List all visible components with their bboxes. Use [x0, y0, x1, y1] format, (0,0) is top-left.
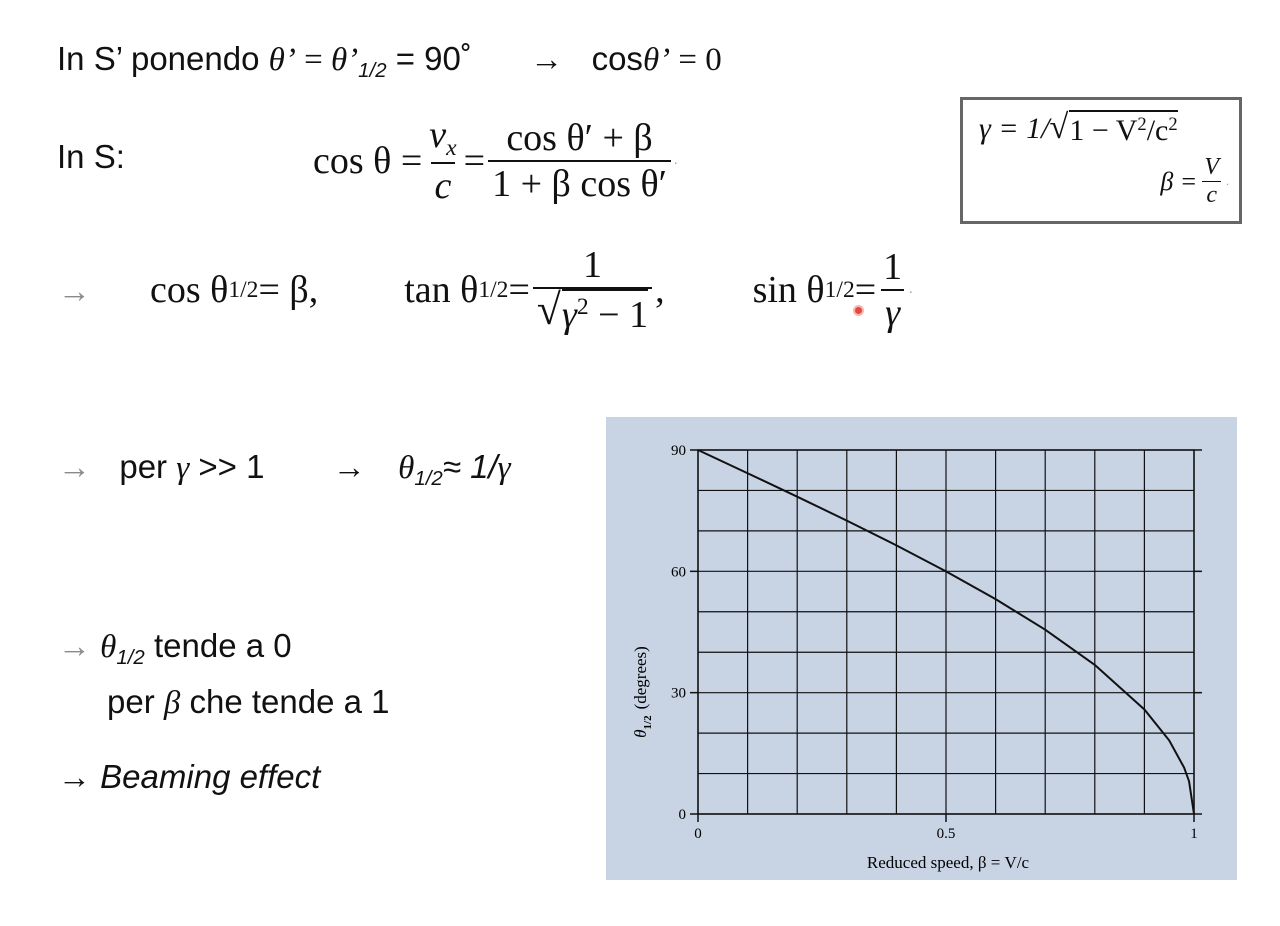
in-s-label: In S:	[57, 138, 125, 175]
tan-numerator: 1	[582, 244, 602, 286]
svg-text:θ1/2(degrees): θ1/2 (degrees)	[631, 646, 654, 738]
che-tende-a-uno-text: che tende a 1	[180, 683, 390, 721]
beta-numerator: V	[1204, 154, 1219, 180]
gamma-c-exponent: 2	[1168, 114, 1178, 135]
theta-prime-symbol-3: θ’	[642, 42, 671, 78]
tan-equals: =	[508, 269, 530, 311]
x-axis-label: Reduced speed, β = V/c	[867, 853, 1030, 872]
sin-theta-half: sin θ	[752, 269, 825, 311]
sin-dot: .	[909, 282, 913, 297]
beta-definition: β = V c .	[1160, 154, 1229, 209]
y-axis-theta: θ	[631, 729, 650, 737]
vx-subscript: x	[446, 135, 457, 162]
gray-arrow-icon: →	[58, 272, 91, 309]
x-tick-label: 0.5	[937, 826, 956, 842]
cos-theta-half: cos θ	[150, 269, 229, 311]
beta-symbol: β	[163, 685, 181, 722]
large-gamma-limit: → per γ >> 1 → θ1/2≈ 1/γ	[58, 448, 511, 491]
y-tick-label: 60	[671, 564, 686, 580]
equals-sign: =	[295, 42, 331, 78]
gray-arrow-icon-2: →	[58, 448, 91, 485]
gamma-symbol-2: γ	[497, 450, 511, 486]
y-tick-label: 90	[671, 443, 686, 459]
equals-zero: = 0	[670, 42, 722, 78]
per-text-2: per	[107, 683, 155, 721]
y-axis-subscript: 1/2	[642, 715, 654, 730]
pointer-cursor-icon	[853, 305, 864, 316]
tan-sqrt: √γ2 − 1	[536, 286, 649, 336]
gamma-sqrt: √1 − V2/c2	[1049, 108, 1178, 148]
tan-gamma: γ	[561, 294, 577, 336]
gamma-beta-definition-box: γ = 1/√1 − V2/c2 β = V c .	[960, 97, 1242, 224]
cos-half-subscript: 1/2	[228, 276, 259, 303]
gray-arrow-icon-3: →	[58, 627, 91, 664]
much-greater-one: >> 1	[189, 448, 265, 485]
beaming-effect-text: Beaming effect	[100, 758, 321, 795]
aberration-numerator: cos θ′ + β	[506, 116, 653, 159]
line-theta-prime-condition: In S’ ponendo θ’ = θ’1/2 = 90˚ → cosθ’ =…	[57, 40, 722, 83]
ninety-degrees: = 90˚	[386, 40, 472, 77]
beta-lhs: β =	[1160, 166, 1198, 196]
gamma-definition: γ = 1/√1 − V2/c2	[979, 110, 1178, 148]
tende-a-zero-text: tende a 0	[144, 627, 292, 664]
y-tick-label: 0	[679, 807, 687, 823]
y-axis-label: θ1/2 (degrees)	[631, 646, 654, 738]
equals-beta: = β,	[258, 269, 319, 311]
gamma-symbol: γ	[176, 450, 190, 486]
chart-axes: 0 0.5 1 0 30 60 90	[671, 443, 1202, 842]
theta-half-subscript-2: 1/2	[116, 646, 145, 670]
gamma-lhs: γ = 1/	[979, 112, 1050, 145]
theta-prime-symbol: θ’	[268, 42, 296, 78]
beta-dot: .	[1226, 174, 1229, 188]
theta-half-subscript: 1/2	[414, 467, 443, 491]
vx-symbol: v	[429, 114, 447, 156]
beaming-angle-chart: 0 0.5 1 0 30 60 90 Reduced speed, β = V/c θ1/2…	[606, 417, 1237, 880]
sin-denominator: γ	[881, 289, 905, 335]
v-over-c-fraction: V c	[1200, 154, 1223, 209]
beta-denominator: c	[1202, 181, 1221, 209]
beaming-effect-line: → Beaming effect	[58, 758, 320, 796]
x-tick-label: 1	[1190, 826, 1198, 842]
cos-text: cos	[591, 40, 643, 77]
theta-symbol-2: θ	[100, 629, 117, 665]
theta-tends-zero: → θ1/2 tende a 0 per β che tende a 1	[58, 624, 389, 725]
gamma-sqrt-text: 1 − V	[1069, 114, 1138, 148]
sin-half-subscript: 1/2	[824, 276, 855, 303]
gamma-v-exponent: 2	[1137, 114, 1147, 135]
tan-half-subscript: 1/2	[478, 276, 509, 303]
approx-one-over: ≈ 1/	[442, 448, 498, 485]
c-symbol: c	[430, 162, 456, 208]
chart-grid	[697, 449, 1195, 815]
chart-svg: 0 0.5 1 0 30 60 90 Reduced speed, β = V/c θ1/2…	[631, 443, 1202, 872]
vx-over-c-fraction: vx c	[425, 113, 460, 208]
theta-half-curve	[697, 449, 1195, 815]
sin-numerator: 1	[883, 246, 903, 288]
theta-symbol: θ	[398, 450, 415, 486]
aberration-fraction: cos θ′ + β 1 + β cos θ′	[488, 116, 671, 206]
trailing-dot: .	[674, 152, 678, 168]
tan-minus-one: − 1	[588, 294, 649, 336]
cos-theta-lhs: cos θ =	[313, 139, 423, 182]
arrow-icon: →	[530, 40, 564, 77]
theta-prime-symbol-2: θ’	[330, 42, 359, 78]
arrow-icon-3: →	[58, 758, 91, 795]
in-s-prime-text: In S’ ponendo	[57, 40, 260, 77]
tan-theta-half: tan θ	[404, 269, 479, 311]
arrow-icon-2: →	[332, 448, 366, 485]
tan-fraction: 1 √γ2 − 1	[532, 243, 653, 337]
sin-equals: =	[854, 269, 877, 311]
cos-theta-formula: cos θ = vx c = cos θ′ + β 1 + β cos θ′ .	[313, 113, 678, 208]
y-axis-degrees: (degrees)	[631, 646, 650, 709]
equals-sign-2: =	[463, 139, 486, 182]
aberration-denominator: 1 + β cos θ′	[488, 159, 671, 206]
tan-gamma-exponent: 2	[576, 294, 589, 321]
half-subscript: 1/2	[358, 59, 387, 83]
tan-comma: ,	[655, 269, 665, 311]
gamma-over-c: /c	[1146, 114, 1169, 148]
x-tick-label: 0	[694, 826, 702, 842]
per-text: per	[119, 448, 168, 485]
sin-fraction: 1 γ	[879, 245, 906, 335]
y-tick-label: 30	[671, 686, 686, 702]
